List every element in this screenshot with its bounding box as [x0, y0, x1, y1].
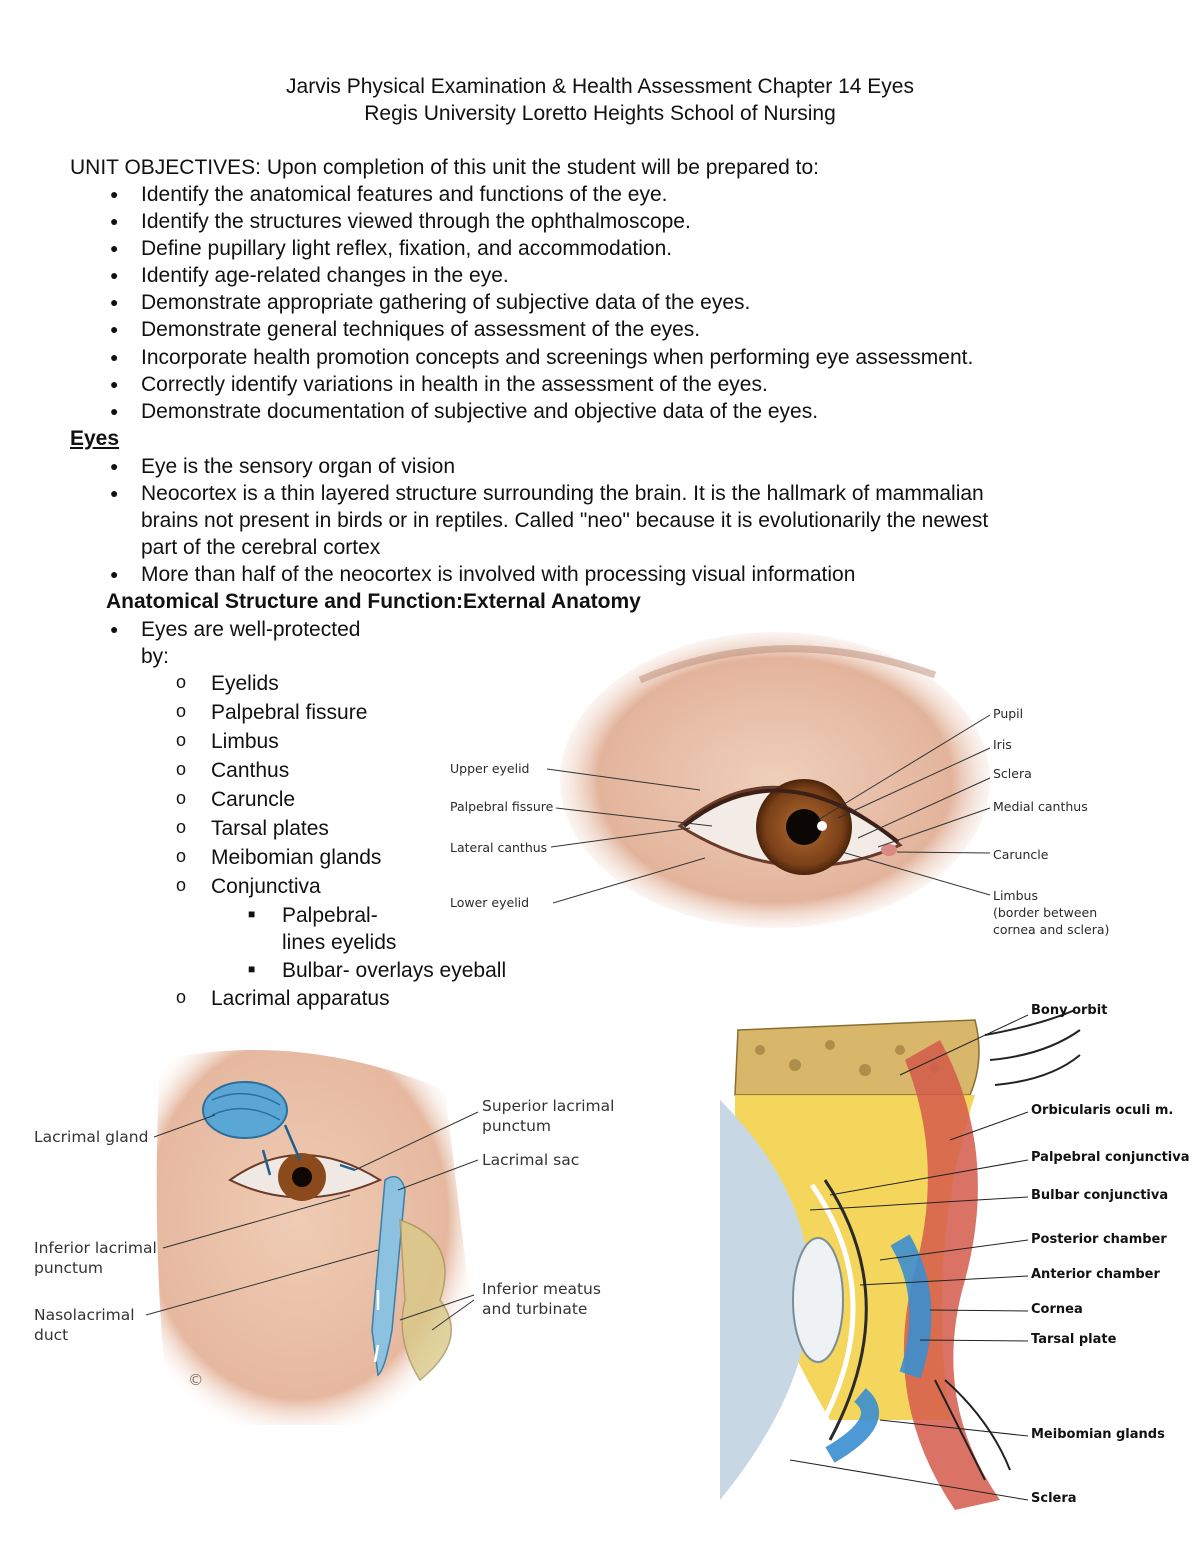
label-bulbar-conjunctiva: Bulbar conjunctiva [1031, 1188, 1169, 1203]
list-item: Define pupillary light reflex, fixation,… [141, 237, 673, 260]
document-title: Jarvis Physical Examination & Health Ass… [286, 75, 914, 98]
list-item: Incorporate health promotion concepts an… [141, 346, 974, 369]
list-item: Bulbar- overlays eyeball [282, 959, 507, 982]
label-palpebral-fissure: Palpebral fissure [450, 799, 554, 814]
bullet-icon: ● [110, 294, 119, 310]
circle-bullet-icon: o [176, 701, 187, 721]
square-bullet-icon: ■ [248, 907, 256, 921]
bullet-icon: ● [110, 240, 119, 256]
circle-bullet-icon: o [176, 875, 187, 895]
label-tarsal-plate: Tarsal plate [1031, 1332, 1117, 1347]
label-superior-punctum: punctum [482, 1117, 552, 1135]
label-lateral-canthus: Lateral canthus [450, 840, 548, 855]
bullet-icon: ● [110, 321, 119, 337]
list-item-continued: part of the cerebral cortex [141, 536, 381, 559]
label-pupil: Pupil [993, 706, 1024, 721]
label-superior-punctum: Superior lacrimal [482, 1097, 615, 1115]
label-inferior-meatus: Inferior meatus [482, 1280, 601, 1298]
circle-bullet-icon: o [176, 987, 187, 1007]
list-item: Conjunctiva [211, 875, 321, 898]
list-item-continued: brains not present in birds or in reptil… [141, 509, 989, 532]
list-item: Caruncle [211, 788, 296, 811]
copyright-mark: © [188, 1371, 204, 1389]
list-item: Eyes are well-protected [141, 618, 361, 641]
list-item: Identify the anatomical features and fun… [141, 183, 668, 206]
list-item-continued: by: [141, 645, 170, 668]
circle-bullet-icon: o [176, 846, 187, 866]
list-item: Tarsal plates [211, 817, 329, 840]
list-item: Meibomian glands [211, 846, 382, 869]
bullet-icon: ● [110, 621, 119, 637]
bullet-icon: ● [110, 186, 119, 202]
list-item: Demonstrate general techniques of assess… [141, 318, 701, 341]
label-iris: Iris [993, 737, 1012, 752]
circle-bullet-icon: o [176, 759, 187, 779]
bullet-icon: ● [110, 485, 119, 501]
circle-bullet-icon: o [176, 672, 187, 692]
label-cornea: Cornea [1031, 1302, 1083, 1317]
section-heading-anatomy: Anatomical Structure and Function:Extern… [106, 590, 641, 613]
circle-bullet-icon: o [176, 730, 187, 750]
list-item: Limbus [211, 730, 279, 753]
label-sclera: Sclera [1031, 1491, 1077, 1506]
label-upper-eyelid: Upper eyelid [450, 761, 530, 776]
label-lower-eyelid: Lower eyelid [450, 895, 530, 910]
list-item: Demonstrate appropriate gathering of sub… [141, 291, 751, 314]
label-orbicularis-oculi: Orbicularis oculi m. [1031, 1103, 1174, 1118]
bullet-icon: ● [110, 403, 119, 419]
list-item: Neocortex is a thin layered structure su… [141, 482, 984, 505]
label-posterior-chamber: Posterior chamber [1031, 1232, 1167, 1247]
list-item: Eyelids [211, 672, 279, 695]
label-limbus-note: cornea and sclera) [993, 922, 1110, 937]
list-item: Demonstrate documentation of subjective … [141, 400, 819, 423]
label-limbus: Limbus [993, 888, 1038, 903]
list-item-continued: lines eyelids [282, 931, 397, 954]
label-palpebral-conjunctiva: Palpebral conjunctiva [1031, 1150, 1190, 1165]
label-inferior-punctum: Inferior lacrimal [34, 1239, 157, 1257]
label-meibomian-glands: Meibomian glands [1031, 1427, 1165, 1442]
list-item: Palpebral- [282, 904, 378, 927]
label-anterior-chamber: Anterior chamber [1031, 1267, 1160, 1282]
label-sclera: Sclera [993, 766, 1032, 781]
list-item: Identify age-related changes in the eye. [141, 264, 509, 287]
list-item: Eye is the sensory organ of vision [141, 455, 455, 478]
bullet-icon: ● [110, 349, 119, 365]
circle-bullet-icon: o [176, 817, 187, 837]
list-item: Correctly identify variations in health … [141, 373, 768, 396]
label-inferior-punctum: punctum [34, 1259, 104, 1277]
label-lacrimal-gland: Lacrimal gland [34, 1128, 149, 1146]
circle-bullet-icon: o [176, 788, 187, 808]
label-bony-orbit: Bony orbit [1031, 1003, 1108, 1018]
list-item: More than half of the neocortex is invol… [141, 563, 856, 586]
label-medial-canthus: Medial canthus [993, 799, 1088, 814]
list-item: Lacrimal apparatus [211, 987, 390, 1010]
label-lacrimal-sac: Lacrimal sac [482, 1151, 580, 1169]
bullet-icon: ● [110, 566, 119, 582]
section-heading-eyes: Eyes [70, 427, 120, 450]
bullet-icon: ● [110, 376, 119, 392]
document-subtitle: Regis University Loretto Heights School … [364, 102, 836, 125]
bullet-icon: ● [110, 458, 119, 474]
list-item: Identify the structures viewed through t… [141, 210, 691, 233]
bullet-icon: ● [110, 267, 119, 283]
label-limbus-note: (border between [993, 905, 1098, 920]
objectives-intro: UNIT OBJECTIVES: Upon completion of this… [70, 156, 819, 179]
list-item: Palpebral fissure [211, 701, 368, 724]
label-nasolacrimal-duct: Nasolacrimal [34, 1306, 135, 1324]
label-nasolacrimal-duct: duct [34, 1326, 69, 1344]
list-item: Canthus [211, 759, 290, 782]
label-caruncle: Caruncle [993, 847, 1049, 862]
bullet-icon: ● [110, 213, 119, 229]
square-bullet-icon: ■ [248, 962, 256, 976]
label-inferior-meatus: and turbinate [482, 1300, 588, 1318]
